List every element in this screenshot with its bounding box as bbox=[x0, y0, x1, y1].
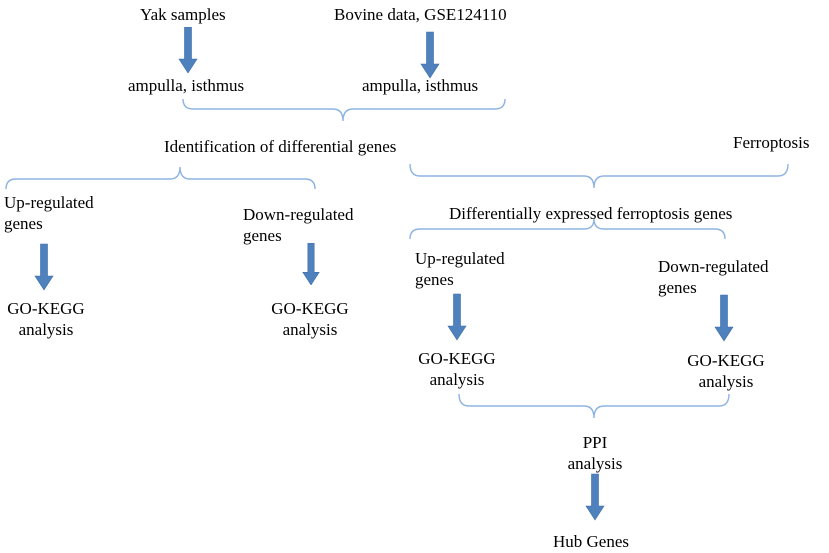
left-down-go-kegg-line-2: analysis bbox=[282, 320, 338, 339]
brace-go-kegg-right bbox=[458, 393, 730, 419]
identification-label: Identification of differential genes bbox=[164, 137, 397, 156]
right-down-go-kegg-line-2: analysis bbox=[698, 372, 754, 391]
right-up-go-kegg-line-2: analysis bbox=[429, 370, 485, 389]
brace-ferroptosis bbox=[409, 163, 789, 189]
right-down-regulated-label: Down-regulated genes bbox=[658, 256, 768, 298]
right-down-line-2: genes bbox=[658, 278, 697, 297]
yak-samples-label: Yak samples bbox=[140, 5, 226, 24]
brace-identification bbox=[5, 166, 316, 190]
right-up-line-2: genes bbox=[415, 270, 454, 289]
right-down-go-kegg-label: GO-KEGG analysis bbox=[682, 350, 770, 392]
left-down-regulated-label: Down-regulated genes bbox=[243, 204, 353, 246]
right-up-regulated-label: Up-regulated genes bbox=[415, 248, 505, 290]
bovine-data-label: Bovine data, GSE124110 bbox=[334, 5, 507, 24]
ferroptosis-label: Ferroptosis bbox=[733, 133, 810, 152]
right-up-go-kegg-label: GO-KEGG analysis bbox=[413, 348, 501, 390]
ppi-line-1: PPI bbox=[582, 433, 608, 452]
ppi-line-2: analysis bbox=[567, 454, 623, 473]
left-down-line-2: genes bbox=[243, 226, 282, 245]
brace-tissues bbox=[182, 98, 506, 122]
arrow-left-down bbox=[302, 243, 320, 285]
left-down-go-kegg-label: GO-KEGG analysis bbox=[266, 298, 354, 340]
left-up-regulated-label: Up-regulated genes bbox=[4, 192, 94, 234]
left-up-go-kegg-label: GO-KEGG analysis bbox=[2, 298, 90, 340]
bovine-tissues-label: ampulla, isthmus bbox=[362, 76, 479, 95]
arrow-ppi bbox=[585, 473, 605, 521]
arrow-right-down bbox=[714, 294, 734, 342]
left-down-go-kegg-line-1: GO-KEGG bbox=[271, 299, 349, 318]
arrow-bovine bbox=[420, 31, 440, 79]
left-up-go-kegg-line-1: GO-KEGG bbox=[7, 299, 85, 318]
arrow-left-up bbox=[34, 243, 54, 291]
de-ferroptosis-label: Differentially expressed ferroptosis gen… bbox=[449, 204, 733, 223]
right-down-go-kegg-line-1: GO-KEGG bbox=[687, 351, 765, 370]
left-up-line-2: genes bbox=[4, 214, 43, 233]
brace-de-ferroptosis bbox=[409, 218, 726, 240]
arrow-yak bbox=[178, 27, 198, 73]
right-up-go-kegg-line-1: GO-KEGG bbox=[418, 349, 496, 368]
right-up-line-1: Up-regulated bbox=[415, 249, 505, 268]
left-up-go-kegg-line-2: analysis bbox=[18, 320, 74, 339]
left-up-line-1: Up-regulated bbox=[4, 193, 94, 212]
hub-genes-label: Hub Genes bbox=[553, 532, 630, 551]
right-down-line-1: Down-regulated bbox=[658, 257, 769, 276]
left-down-line-1: Down-regulated bbox=[243, 205, 354, 224]
ppi-analysis-label: PPI analysis bbox=[550, 432, 640, 474]
arrow-right-up bbox=[447, 293, 467, 341]
yak-tissues-label: ampulla, isthmus bbox=[128, 76, 245, 95]
